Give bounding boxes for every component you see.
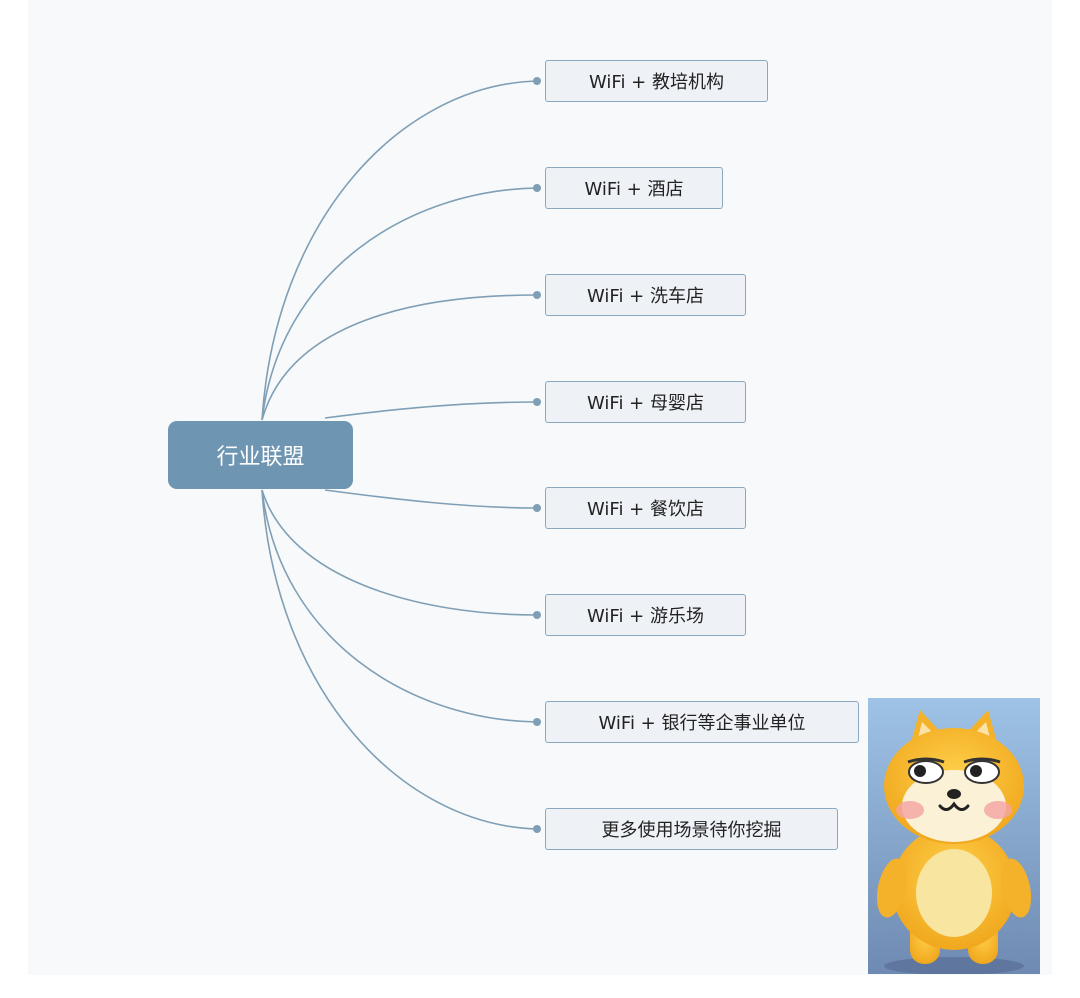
branch-label: WiFi + 教培机构 — [589, 72, 724, 93]
branch-node-bank-enterprise[interactable]: WiFi + 银行等企事业单位 — [545, 701, 859, 743]
connector-dot-7 — [533, 718, 541, 726]
connector-dot-6 — [533, 611, 541, 619]
branch-label: WiFi + 餐饮店 — [587, 499, 704, 520]
connector-line-3 — [261, 294, 538, 421]
shiba-dog-mascot-icon — [868, 698, 1040, 974]
connector-line-7 — [261, 489, 538, 723]
branch-node-maternity-store[interactable]: WiFi + 母婴店 — [545, 381, 746, 423]
branch-node-education[interactable]: WiFi + 教培机构 — [545, 60, 768, 102]
connector-dot-4 — [533, 398, 541, 406]
connector-line-6 — [261, 489, 538, 616]
branch-label: 更多使用场景待你挖掘 — [601, 820, 782, 841]
connector-line-5 — [324, 489, 538, 509]
connector-line-4 — [324, 401, 538, 419]
connector-line-1 — [261, 80, 538, 421]
branch-label: WiFi + 洗车店 — [587, 286, 704, 307]
connector-dot-8 — [533, 825, 541, 833]
connector-dot-3 — [533, 291, 541, 299]
root-topic-node[interactable]: 行业联盟 — [168, 421, 353, 489]
branch-label: WiFi + 游乐场 — [587, 606, 704, 627]
branch-node-hotel[interactable]: WiFi + 酒店 — [545, 167, 723, 209]
connector-dot-5 — [533, 504, 541, 512]
connector-line-8 — [261, 489, 538, 830]
branch-label: WiFi + 银行等企事业单位 — [598, 713, 806, 734]
root-topic-label: 行业联盟 — [216, 445, 305, 470]
branch-node-restaurant[interactable]: WiFi + 餐饮店 — [545, 487, 746, 529]
connector-dot-1 — [533, 77, 541, 85]
connector-dot-2 — [533, 184, 541, 192]
branch-node-amusement-park[interactable]: WiFi + 游乐场 — [545, 594, 746, 636]
branch-label: WiFi + 母婴店 — [587, 393, 704, 414]
branch-node-more-scenarios[interactable]: 更多使用场景待你挖掘 — [545, 808, 838, 850]
branch-label: WiFi + 酒店 — [584, 179, 684, 200]
branch-node-car-wash[interactable]: WiFi + 洗车店 — [545, 274, 746, 316]
connector-line-2 — [261, 187, 538, 421]
